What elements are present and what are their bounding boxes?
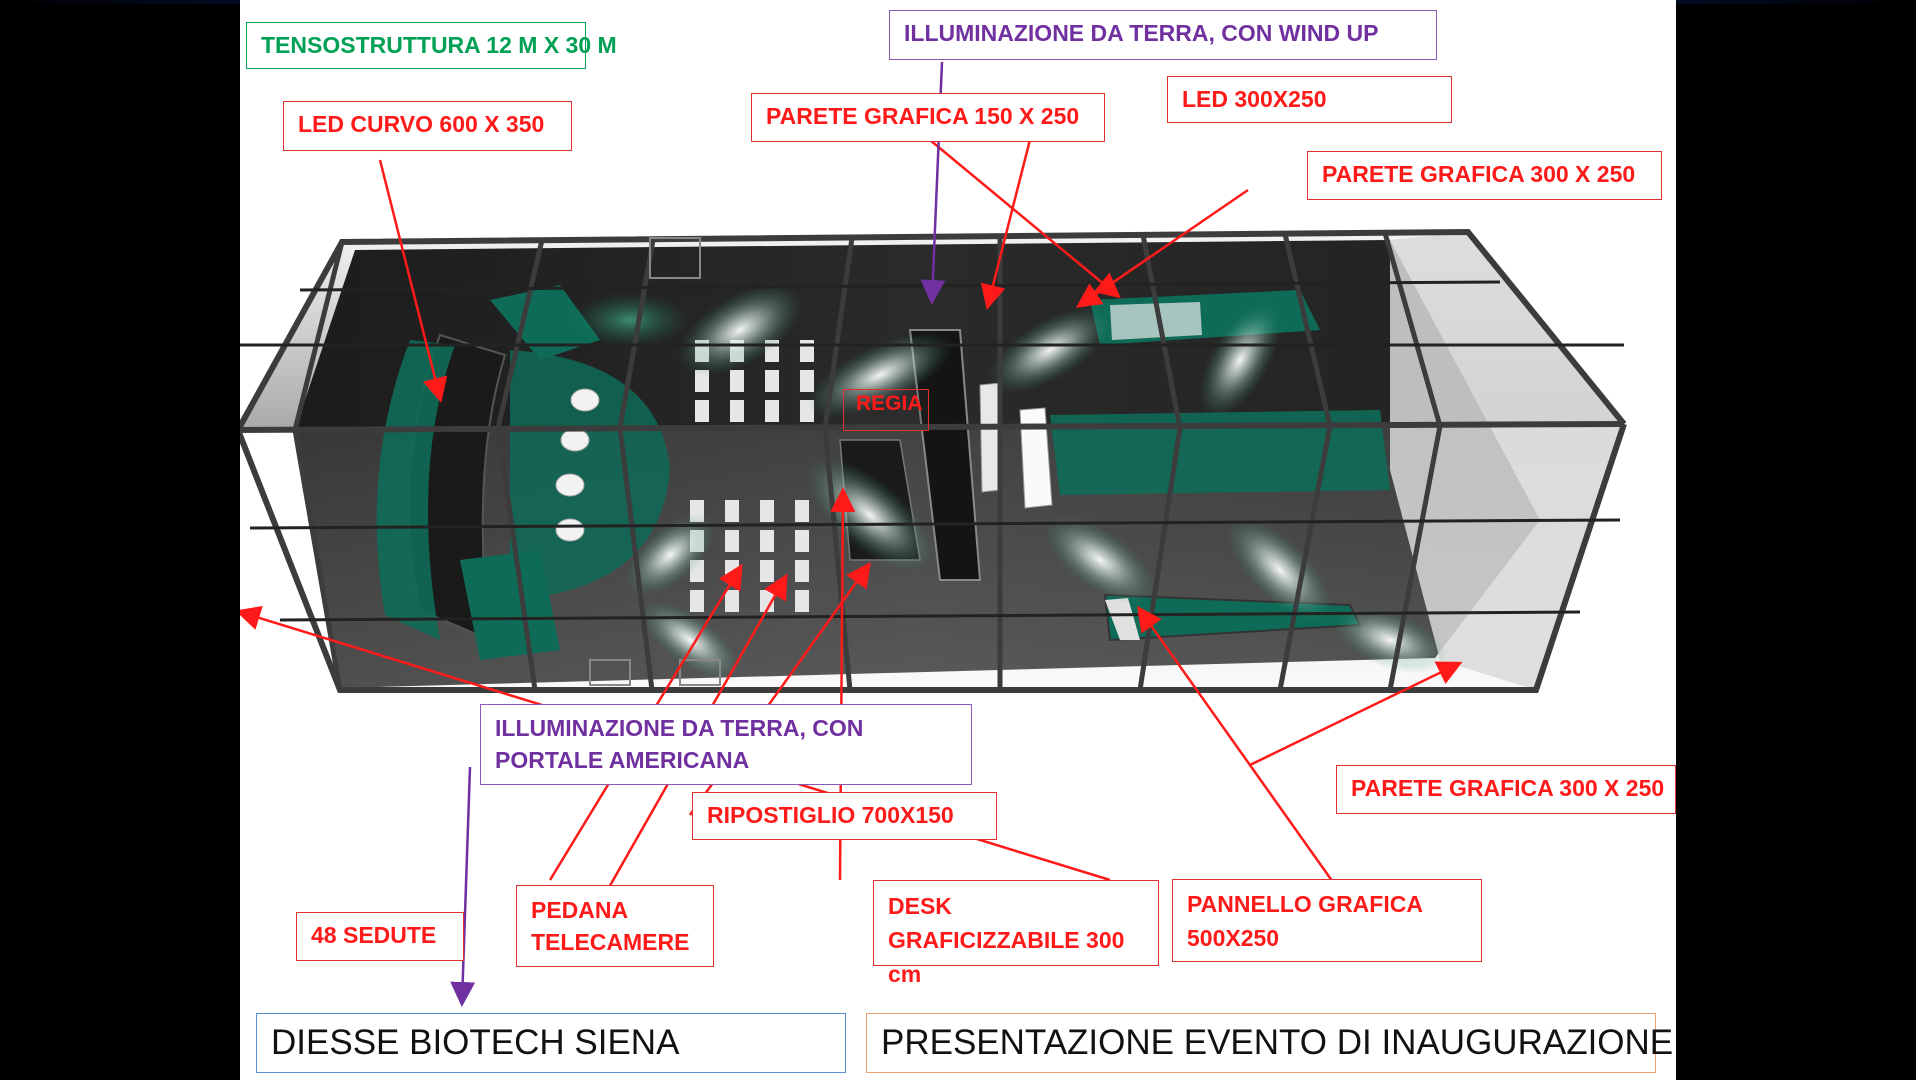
footer-right-text: PRESENTAZIONE EVENTO DI INAUGURAZIONE — [881, 1023, 1674, 1062]
label-pedana: PEDANA TELECAMERE — [516, 885, 714, 967]
label-parete-300-bottom: PARETE GRAFICA 300 X 250 — [1336, 765, 1676, 814]
green-panel — [490, 285, 600, 360]
label-parete-300-top-text: PARETE GRAFICA 300 X 250 — [1322, 161, 1636, 187]
label-led-300: LED 300X250 — [1167, 76, 1452, 123]
footer-right: PRESENTAZIONE EVENTO DI INAUGURAZIONE — [866, 1013, 1673, 1073]
label-parete-150: PARETE GRAFICA 150 X 250 — [751, 93, 1105, 142]
label-pedana-text: PEDANA TELECAMERE — [531, 897, 690, 955]
footer-left: DIESSE BIOTECH SIENA — [256, 1013, 846, 1073]
label-parete-150-text: PARETE GRAFICA 150 X 250 — [766, 103, 1080, 129]
label-sedute: 48 SEDUTE — [296, 912, 464, 961]
label-ripostiglio: RIPOSTIGLIO 700X150 — [692, 792, 997, 840]
truss — [589, 237, 721, 686]
label-illuminazione-wind-up: ILLUMINAZIONE DA TERRA, CON WIND UP — [889, 10, 1437, 60]
label-led-curvo: LED CURVO 600 X 350 — [283, 101, 572, 151]
label-illuminazione-portale-text: ILLUMINAZIONE DA TERRA, CON PORTALE AMER… — [495, 715, 864, 773]
label-illuminazione-portale: ILLUMINAZIONE DA TERRA, CON PORTALE AMER… — [480, 704, 972, 785]
label-desk: DESK GRAFICIZZABILE 300 cm — [873, 880, 1159, 987]
stage-chairs — [555, 388, 600, 542]
light-beams — [570, 283, 1448, 681]
label-led-curvo-text: LED CURVO 600 X 350 — [298, 111, 545, 137]
label-tensostruttura-text: TENSOSTRUTTURA 12 M X 30 M — [261, 32, 617, 58]
green-backwall — [1050, 410, 1390, 495]
label-parete-300-top: PARETE GRAFICA 300 X 250 — [1307, 151, 1662, 200]
footer-left-text: DIESSE BIOTECH SIENA — [271, 1023, 680, 1062]
label-ripostiglio-text: RIPOSTIGLIO 700X150 — [707, 802, 954, 828]
label-tensostruttura: TENSOSTRUTTURA 12 M X 30 M — [246, 22, 617, 69]
stage — [510, 350, 670, 600]
label-illuminazione-wind-up-text: ILLUMINAZIONE DA TERRA, CON WIND UP — [904, 20, 1379, 46]
label-regia: REGIA — [843, 389, 929, 431]
tent-crossbars — [240, 280, 1624, 622]
desk — [1019, 407, 1053, 509]
label-led-300-text: LED 300X250 — [1182, 86, 1327, 112]
label-pannello-text: PANNELLO GRAFICA 500X250 — [1187, 891, 1423, 951]
label-desk-text: DESK GRAFICIZZABILE 300 cm — [888, 893, 1125, 987]
ripostiglio-box — [908, 329, 982, 581]
slide: TENSOSTRUTTURA 12 M X 30 M LED CURVO 600… — [240, 0, 1676, 1080]
tent-frame — [240, 228, 1627, 693]
tent-render — [240, 61, 1627, 1007]
label-sedute-text: 48 SEDUTE — [311, 922, 437, 948]
label-pannello: PANNELLO GRAFICA 500X250 — [1172, 879, 1482, 962]
label-parete-300-bottom-text: PARETE GRAFICA 300 X 250 — [1351, 775, 1665, 801]
label-regia-text: REGIA — [856, 392, 923, 415]
